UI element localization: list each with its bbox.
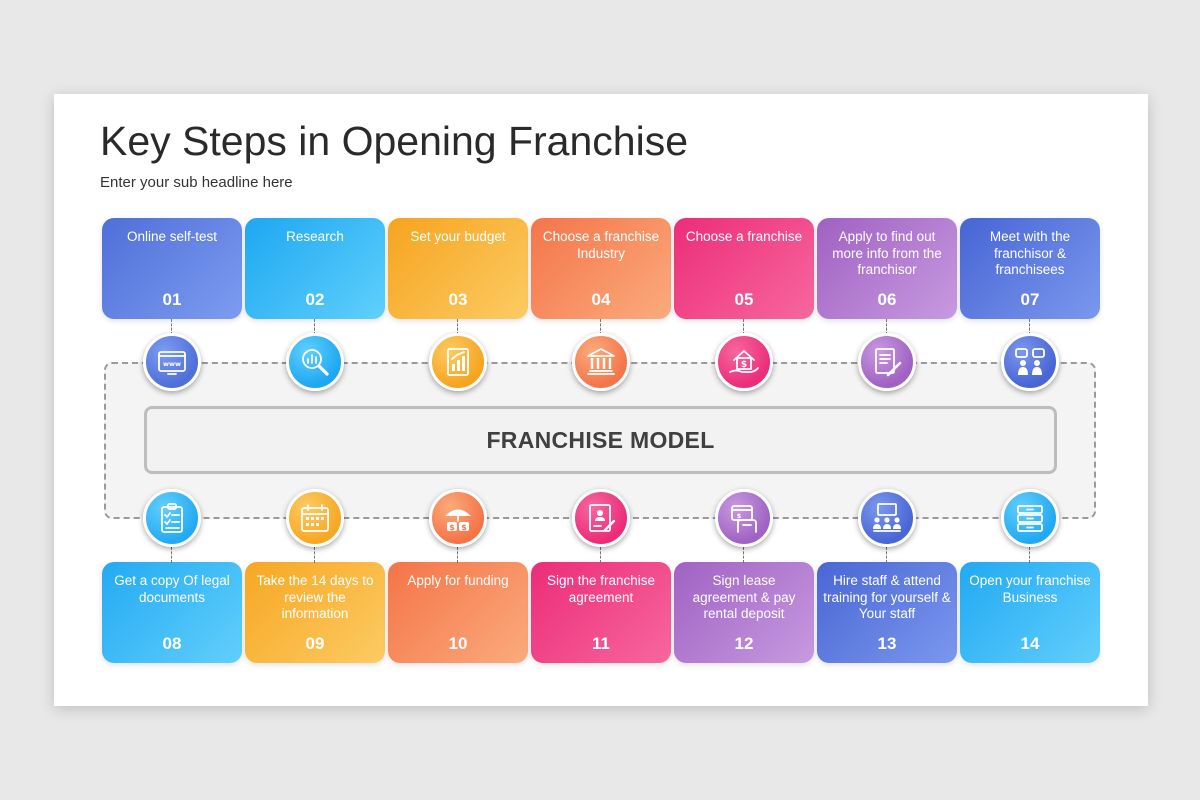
- step-connector: [1029, 547, 1031, 563]
- step-connector: [886, 547, 888, 563]
- step-connector: [171, 547, 173, 563]
- industry-building-icon: [572, 333, 630, 391]
- step-card-01: Online self-test 01: [102, 218, 242, 319]
- meeting-people-icon: [1001, 333, 1059, 391]
- step-label: Hire staff & attend training for yoursel…: [823, 573, 951, 621]
- step-card-11: Sign the franchise agreement 11: [531, 562, 671, 663]
- step-connector: [457, 319, 459, 335]
- step-number: 07: [1020, 290, 1040, 309]
- website-icon: www: [143, 333, 201, 391]
- step-connector: [600, 547, 602, 563]
- step-number: 14: [1020, 634, 1040, 653]
- step-card-09: Take the 14 days to review the informati…: [245, 562, 385, 663]
- svg-text:$: $: [461, 523, 467, 532]
- step-connector: [886, 319, 888, 335]
- franchise-model-box: FRANCHISE MODEL: [144, 406, 1057, 474]
- step-connector: [743, 319, 745, 335]
- step-connector: [457, 547, 459, 563]
- step-number: 13: [877, 634, 897, 653]
- step-number: 10: [448, 634, 468, 653]
- step-card-03: Set your budget 03: [388, 218, 528, 319]
- budget-chart-icon: [429, 333, 487, 391]
- step-label: Take the 14 days to review the informati…: [256, 573, 374, 621]
- house-hand-dollar-icon: $: [715, 333, 773, 391]
- svg-text:$: $: [449, 523, 455, 532]
- step-number: 12: [734, 634, 754, 653]
- step-label: Meet with the franchisor & franchisees: [989, 229, 1071, 277]
- step-number: 06: [877, 290, 897, 309]
- step-number: 05: [734, 290, 754, 309]
- svg-text:$: $: [741, 360, 747, 370]
- step-connector: [1029, 319, 1031, 335]
- step-label: Sign lease agreement & pay rental deposi…: [692, 573, 796, 621]
- step-label: Apply to find out more info from the fra…: [832, 229, 942, 277]
- step-card-12: Sign lease agreement & pay rental deposi…: [674, 562, 814, 663]
- step-label: Apply for funding: [407, 573, 509, 588]
- step-number: 01: [162, 290, 182, 309]
- step-card-10: Apply for funding 10: [388, 562, 528, 663]
- step-card-05: Choose a franchise 05: [674, 218, 814, 319]
- page-title: Key Steps in Opening Franchise: [100, 118, 688, 164]
- step-label: Choose a franchise: [685, 229, 803, 244]
- step-connector: [314, 319, 316, 335]
- step-connector: [171, 319, 173, 335]
- step-card-08: Get a copy Of legal documents 08: [102, 562, 242, 663]
- staff-training-icon: [858, 489, 916, 547]
- step-number: 09: [305, 634, 325, 653]
- step-label: Online self-test: [126, 229, 218, 244]
- open-business-icon: [1001, 489, 1059, 547]
- clipboard-checklist-icon: [143, 489, 201, 547]
- funding-umbrella-icon: $$: [429, 489, 487, 547]
- step-number: 03: [448, 290, 468, 309]
- step-card-04: Choose a franchise Industry 04: [531, 218, 671, 319]
- step-number: 02: [305, 290, 325, 309]
- step-card-02: Research 02: [245, 218, 385, 319]
- step-card-13: Hire staff & attend training for yoursel…: [817, 562, 957, 663]
- step-connector: [600, 319, 602, 335]
- step-card-06: Apply to find out more info from the fra…: [817, 218, 957, 319]
- payment-card-icon: $: [715, 489, 773, 547]
- svg-text:$: $: [737, 512, 742, 520]
- svg-text:www: www: [163, 360, 181, 368]
- step-label: Open your franchise Business: [969, 573, 1091, 605]
- page-subtitle: Enter your sub headline here: [100, 174, 293, 191]
- signed-agreement-icon: [572, 489, 630, 547]
- step-card-07: Meet with the franchisor & franchisees 07: [960, 218, 1100, 319]
- step-label: Get a copy Of legal documents: [114, 573, 230, 605]
- step-number: 08: [162, 634, 182, 653]
- step-number: 04: [591, 290, 611, 309]
- step-connector: [743, 547, 745, 563]
- step-label: Set your budget: [410, 229, 506, 244]
- step-connector: [314, 547, 316, 563]
- step-number: 11: [592, 634, 610, 653]
- calendar-icon: [286, 489, 344, 547]
- analytics-search-icon: [286, 333, 344, 391]
- step-label: Sign the franchise agreement: [546, 573, 656, 605]
- step-label: Choose a franchise Industry: [542, 229, 660, 261]
- application-document-icon: [858, 333, 916, 391]
- step-card-14: Open your franchise Business 14: [960, 562, 1100, 663]
- step-label: Research: [286, 229, 344, 244]
